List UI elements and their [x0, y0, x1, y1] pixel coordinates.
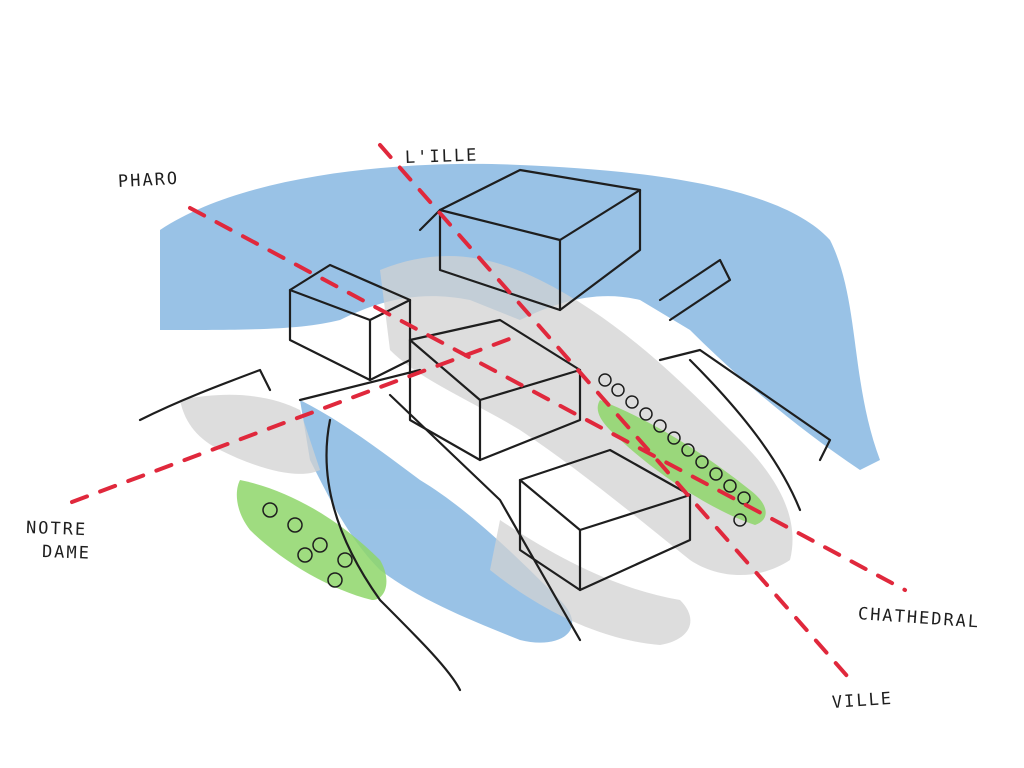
axis-lille-ville [378, 143, 857, 687]
building-outlines [138, 168, 832, 692]
label-lille: L'ILLE [404, 145, 479, 168]
axis-notre-dame [70, 333, 522, 504]
label-ville: VILLE [831, 688, 894, 713]
label-pharo: PHARO [117, 168, 180, 192]
tree-circles [262, 373, 751, 588]
axis-pharo-cathedral [188, 206, 907, 592]
label-notre-dame-line1: NOTRE [25, 518, 88, 541]
label-notre-dame-line2: DAME [41, 542, 92, 564]
sight-axes [70, 143, 907, 687]
